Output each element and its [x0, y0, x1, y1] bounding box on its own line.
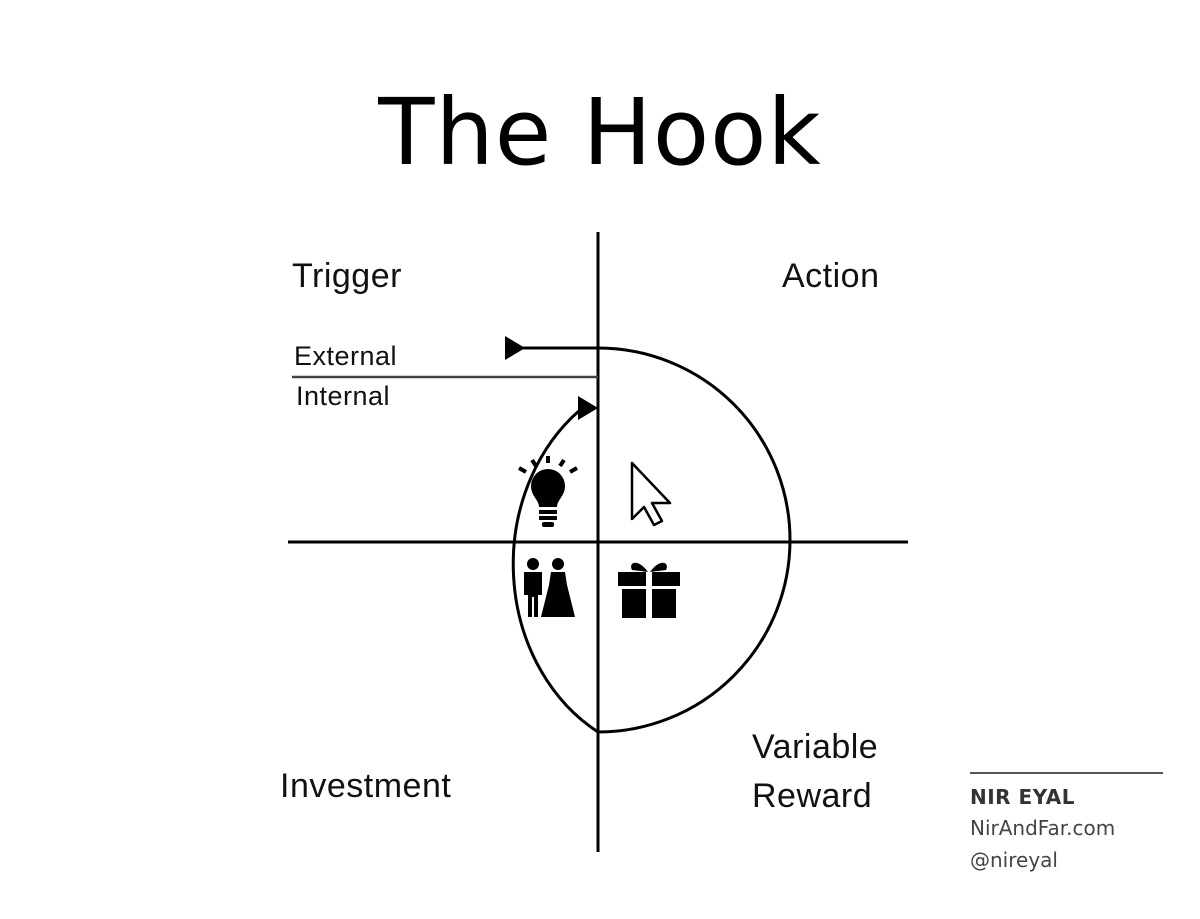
author-handle: @nireyal [970, 848, 1058, 872]
couple-icon [524, 558, 575, 617]
cycle-circle [511, 346, 792, 734]
internal-trigger-label: Internal [296, 381, 391, 411]
lightbulb-icon [518, 456, 578, 527]
cursor-icon [630, 461, 672, 527]
external-trigger-label: External [294, 341, 398, 371]
action-label: Action [782, 257, 880, 295]
diagram-title: The Hook [378, 79, 822, 186]
variable-reward-label-line1: Variable [752, 728, 879, 766]
author-name: NIR EYAL [970, 785, 1075, 809]
trigger-label: Trigger [292, 257, 402, 295]
author-website: NirAndFar.com [970, 816, 1116, 840]
external-arrowhead [505, 336, 525, 360]
investment-label: Investment [280, 767, 452, 805]
variable-reward-label-line2: Reward [752, 777, 873, 815]
gift-icon [618, 562, 680, 618]
author-credit: NIR EYAL NirAndFar.com @nireyal [970, 772, 1163, 876]
internal-arrowhead [578, 396, 598, 420]
